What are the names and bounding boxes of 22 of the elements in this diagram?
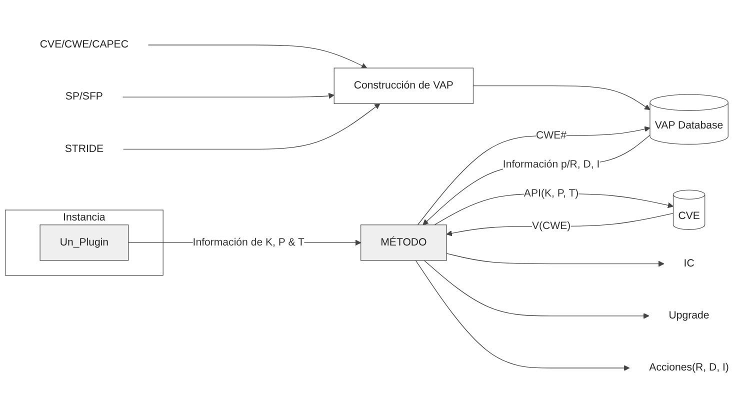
node-text: Upgrade xyxy=(668,310,710,322)
node-text: STRIDE xyxy=(64,143,104,154)
node-text: IC xyxy=(684,258,694,270)
edge-label: Información p/R, D, I xyxy=(502,158,600,170)
node-box: Un_Plugin xyxy=(40,224,129,261)
node-text: SP/SFP xyxy=(65,91,103,102)
arrow xyxy=(424,260,650,319)
edge-label: CWE# xyxy=(536,130,567,141)
node-box: Construcción de VAP xyxy=(334,68,474,104)
node-text: Acciones(R, D, I) xyxy=(649,362,729,374)
arrow xyxy=(415,260,630,371)
arrow xyxy=(122,92,334,99)
edge-label: API(K, P, T) xyxy=(524,188,579,200)
arrow xyxy=(446,212,674,236)
arrow xyxy=(123,103,380,150)
arrow xyxy=(446,253,664,267)
node-text: CVE/CWE/CAPEC xyxy=(40,39,128,50)
edge-label: Información de K, P & T xyxy=(192,236,304,248)
arrow xyxy=(148,44,368,68)
edge-label: V(CWE) xyxy=(532,220,571,232)
arrow xyxy=(472,86,650,110)
node-box: MÉTODO xyxy=(360,224,447,261)
